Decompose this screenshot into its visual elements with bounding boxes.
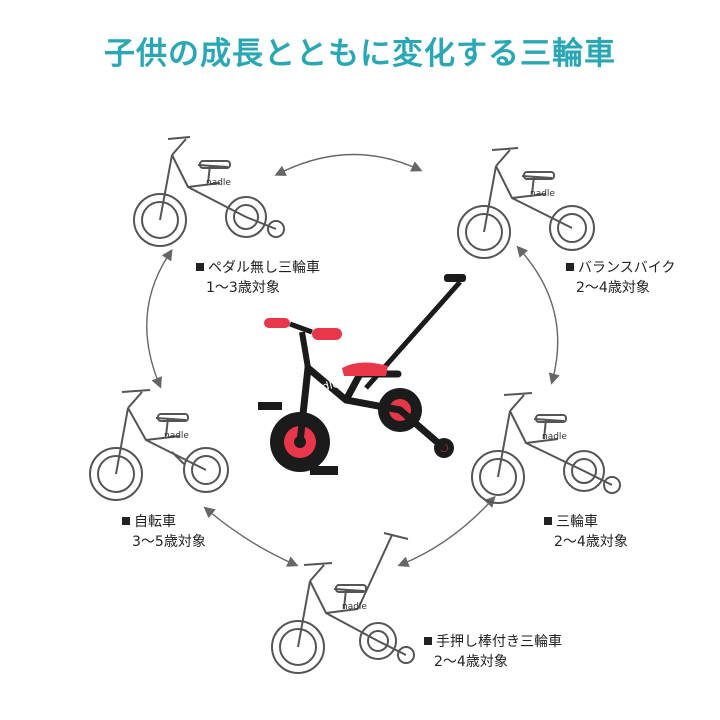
brand-mark: nadle xyxy=(342,602,367,612)
sketch-bike-tricycle: nadle xyxy=(471,392,621,504)
seat xyxy=(342,362,388,376)
sketch-bike-no-pedal: nadle xyxy=(133,136,285,247)
mode-name: 三輪車 xyxy=(556,514,598,530)
bullet-square xyxy=(566,263,574,271)
handle-grip-left xyxy=(264,318,290,328)
mode-name: ペダル無し三輪車 xyxy=(208,260,320,276)
mode-label-bicycle: 自転車 3～5歳対象 xyxy=(122,512,206,552)
brand-mark: nadle xyxy=(530,189,555,199)
handle-grip-right xyxy=(312,328,342,340)
sketch-bike-balance: nadle xyxy=(457,147,595,259)
brand-mark: nadle xyxy=(164,431,189,441)
bullet-square xyxy=(122,517,130,525)
mode-label-push-handle: 手押し棒付き三輪車 2～4歳対象 xyxy=(424,632,562,672)
mode-age: 2～4歳対象 xyxy=(554,534,628,550)
pedal-right xyxy=(310,466,338,475)
mode-name: 自転車 xyxy=(134,514,176,530)
mode-label-tricycle: 三輪車 2～4歳対象 xyxy=(544,512,628,552)
sketch-bike-push-handle: nadle xyxy=(271,532,415,674)
push-handle-grip xyxy=(444,274,466,282)
arrow-left xyxy=(146,248,173,389)
pedal-left xyxy=(258,402,282,410)
arrow-lower-left xyxy=(203,506,299,567)
mode-age: 3～5歳対象 xyxy=(132,534,206,550)
arrow-right xyxy=(516,245,560,385)
page-title: 子供の成長とともに変化する三輪車 xyxy=(104,36,616,72)
mode-age: 1～3歳対象 xyxy=(206,280,280,296)
product-bike-main: nadle xyxy=(258,274,466,475)
bullet-square xyxy=(544,517,552,525)
brand-mark: nadle xyxy=(206,178,231,188)
mode-age: 2～4歳対象 xyxy=(576,280,650,296)
mode-name: バランスバイク xyxy=(578,260,676,276)
mode-name: 手押し棒付き三輪車 xyxy=(436,634,562,650)
bullet-square xyxy=(424,637,432,645)
bullet-square xyxy=(196,263,204,271)
arrow-top xyxy=(274,153,423,176)
mode-label-no-pedal: ペダル無し三輪車 1～3歳対象 xyxy=(196,258,320,298)
sketch-bike-bicycle: nadle xyxy=(89,389,229,501)
mode-age: 2～4歳対象 xyxy=(434,654,508,670)
arrow-lower-right xyxy=(397,495,496,568)
brand-mark: nadle xyxy=(542,432,567,442)
mode-label-balance-bike: バランスバイク 2～4歳対象 xyxy=(566,258,675,298)
